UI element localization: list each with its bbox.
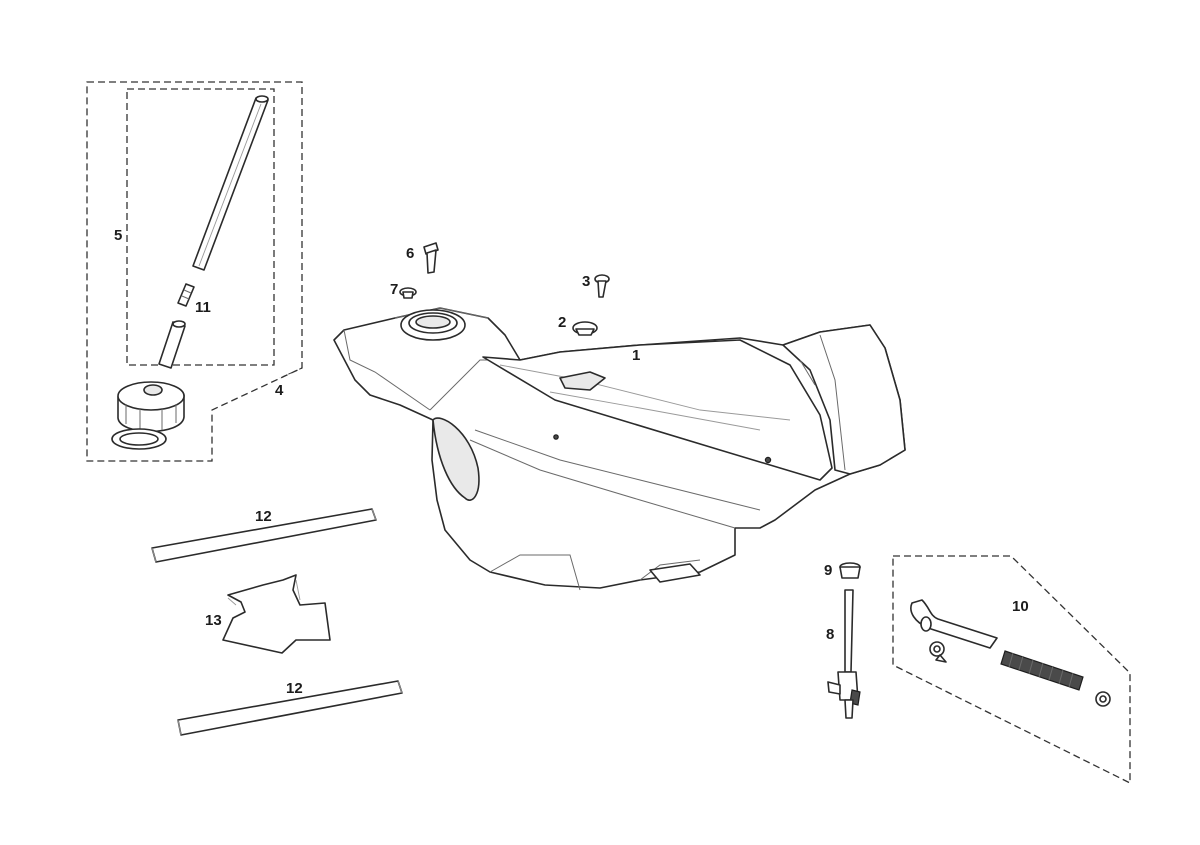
- rubber-pad-13: [222, 574, 331, 654]
- hose-spring: [1000, 650, 1084, 691]
- hose-clamp-a: [929, 641, 947, 663]
- bolt-6: [423, 242, 439, 274]
- grommet-2: [572, 321, 598, 336]
- fuel-cap: [117, 381, 185, 433]
- fuel-hose: [910, 599, 998, 649]
- callout-3: 3: [582, 273, 590, 290]
- callout-9: 9: [824, 562, 832, 579]
- callout-2: 2: [558, 314, 566, 331]
- callout-12-lower: 12: [286, 680, 303, 697]
- cap-gasket: [111, 428, 167, 450]
- lower-tube: [158, 320, 186, 369]
- group-box-10: [892, 555, 1131, 785]
- rod-connector: [177, 283, 195, 307]
- callout-1: 1: [632, 347, 640, 364]
- fuel-tap-8: [827, 589, 861, 719]
- rubber-strip-lower: [177, 680, 403, 736]
- fuel-level-rod: [192, 95, 269, 271]
- group-box-5: [126, 88, 275, 366]
- hose-clamp-b: [1095, 691, 1111, 707]
- screw-3: [594, 274, 610, 298]
- group-box-4: [86, 81, 303, 462]
- callout-7: 7: [390, 281, 398, 298]
- callout-5: 5: [114, 227, 122, 244]
- callout-6: 6: [406, 245, 414, 262]
- callout-8: 8: [826, 626, 834, 643]
- callout-10: 10: [1012, 598, 1029, 615]
- tap-cap-9: [839, 562, 861, 579]
- bolt-7: [399, 287, 417, 299]
- callout-4: 4: [275, 382, 284, 399]
- rubber-strip-upper: [151, 508, 377, 563]
- callout-11: 11: [195, 299, 211, 316]
- callout-13: 13: [205, 612, 222, 629]
- callout-12-upper: 12: [255, 508, 272, 525]
- leader-4: [279, 367, 303, 379]
- fuel-tank: [333, 307, 906, 591]
